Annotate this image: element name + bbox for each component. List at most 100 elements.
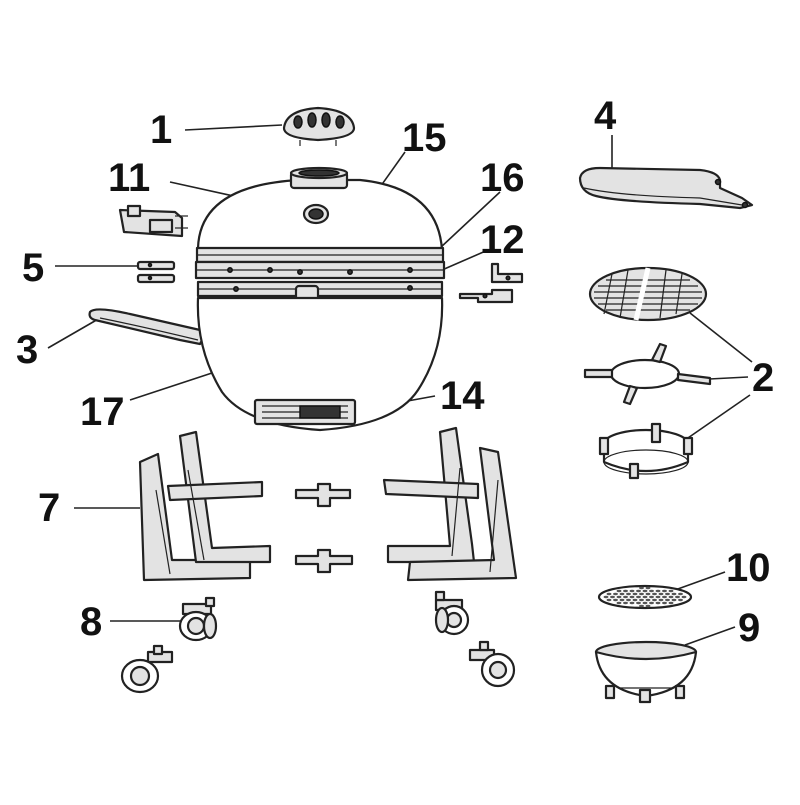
charcoal-grate-plate <box>597 584 693 610</box>
grate-hole <box>655 601 661 605</box>
grate-hole <box>613 598 618 602</box>
leader-17 <box>129 371 216 401</box>
grill-base <box>196 296 444 432</box>
grate-hole <box>678 598 683 602</box>
callout-15: 15 <box>402 116 447 160</box>
leader-2-grate <box>689 312 753 363</box>
grate-hole <box>642 589 648 593</box>
callout-17: 17 <box>80 390 125 434</box>
grate-hole <box>658 598 664 602</box>
grill-lid <box>196 166 444 252</box>
grate-hole <box>675 595 680 599</box>
grate-hole <box>623 601 628 605</box>
side-shelf <box>578 166 754 210</box>
grate-hole <box>652 598 657 602</box>
front-handle <box>88 308 205 346</box>
charcoal-basket-ring <box>598 422 694 480</box>
grate-hole <box>632 592 638 596</box>
grate-hole <box>645 598 651 602</box>
grate-hole <box>655 595 661 599</box>
grate-hole <box>662 589 667 593</box>
grate-hole <box>606 598 612 602</box>
callout-4: 4 <box>594 94 617 138</box>
grate-hole <box>639 604 644 608</box>
leader-16 <box>439 191 501 249</box>
stand-connectors <box>294 482 354 574</box>
grate-hole <box>616 601 622 605</box>
grate-hole <box>629 601 635 605</box>
leader-3 <box>47 317 101 349</box>
grate-hole <box>649 595 654 599</box>
cooking-grate <box>588 266 708 322</box>
grate-hole <box>668 589 674 593</box>
grate-hole <box>681 595 687 599</box>
callout-2: 2 <box>752 356 775 400</box>
grate-hole <box>658 592 664 596</box>
leader-2-ring <box>684 394 751 441</box>
leader-lines <box>47 124 753 646</box>
grate-hole <box>652 592 657 596</box>
grate-hole <box>603 595 609 599</box>
band-assembly <box>194 246 446 313</box>
caster-rear-right <box>468 640 516 688</box>
grate-hole <box>639 598 644 602</box>
grate-hole <box>678 592 683 596</box>
heat-deflector-spider <box>583 342 712 406</box>
grate-hole <box>671 592 677 596</box>
callout-1: 1 <box>150 108 173 152</box>
hinge-spring-assembly <box>118 204 188 238</box>
grate-hole <box>629 595 635 599</box>
grate-hole <box>632 598 638 602</box>
callout-11: 11 <box>108 156 151 200</box>
grate-hole <box>655 589 661 593</box>
grate-hole <box>629 589 635 593</box>
caster-front-right <box>434 590 470 636</box>
grate-hole <box>668 601 674 605</box>
callout-10: 10 <box>726 546 771 590</box>
grate-hole <box>636 595 641 599</box>
grate-hole <box>662 595 667 599</box>
grate-hole <box>645 604 651 608</box>
grate-hole <box>636 601 641 605</box>
caster-front-left <box>178 596 218 642</box>
grate-hole <box>619 598 625 602</box>
caster-rear-left <box>120 644 174 694</box>
callout-8: 8 <box>80 600 103 644</box>
callout-12: 12 <box>480 218 525 262</box>
grate-hole <box>645 586 651 590</box>
grate-hole <box>639 592 644 596</box>
leader-12 <box>441 249 489 271</box>
grate-hole <box>613 592 618 596</box>
fire-box <box>594 640 698 704</box>
callout-7: 7 <box>38 486 61 530</box>
grate-hole <box>662 601 667 605</box>
grate-hole <box>626 598 631 602</box>
grate-hole <box>645 592 651 596</box>
callout-14: 14 <box>440 374 485 418</box>
grate-hole <box>665 592 670 596</box>
grate-hole <box>665 598 670 602</box>
grate-hole <box>623 595 628 599</box>
caster-wheels <box>120 590 516 694</box>
grate-hole <box>616 589 622 593</box>
grate-hole <box>649 601 654 605</box>
grate-hole <box>616 595 622 599</box>
grate-hole <box>626 592 631 596</box>
leader-10 <box>674 571 726 591</box>
grate-hole <box>606 592 612 596</box>
grate-hole <box>623 589 628 593</box>
stand-frame-right <box>382 426 518 582</box>
brackets-5 <box>136 260 176 284</box>
callout-9: 9 <box>738 606 761 650</box>
grate-hole <box>671 598 677 602</box>
grate-hole <box>649 589 654 593</box>
top-vent-cap <box>282 106 356 146</box>
grate-hole <box>619 592 625 596</box>
callout-3: 3 <box>16 328 39 372</box>
leader-1 <box>184 124 283 131</box>
grate-hole <box>639 586 644 590</box>
grate-hole <box>636 589 641 593</box>
grate-hole <box>610 595 615 599</box>
